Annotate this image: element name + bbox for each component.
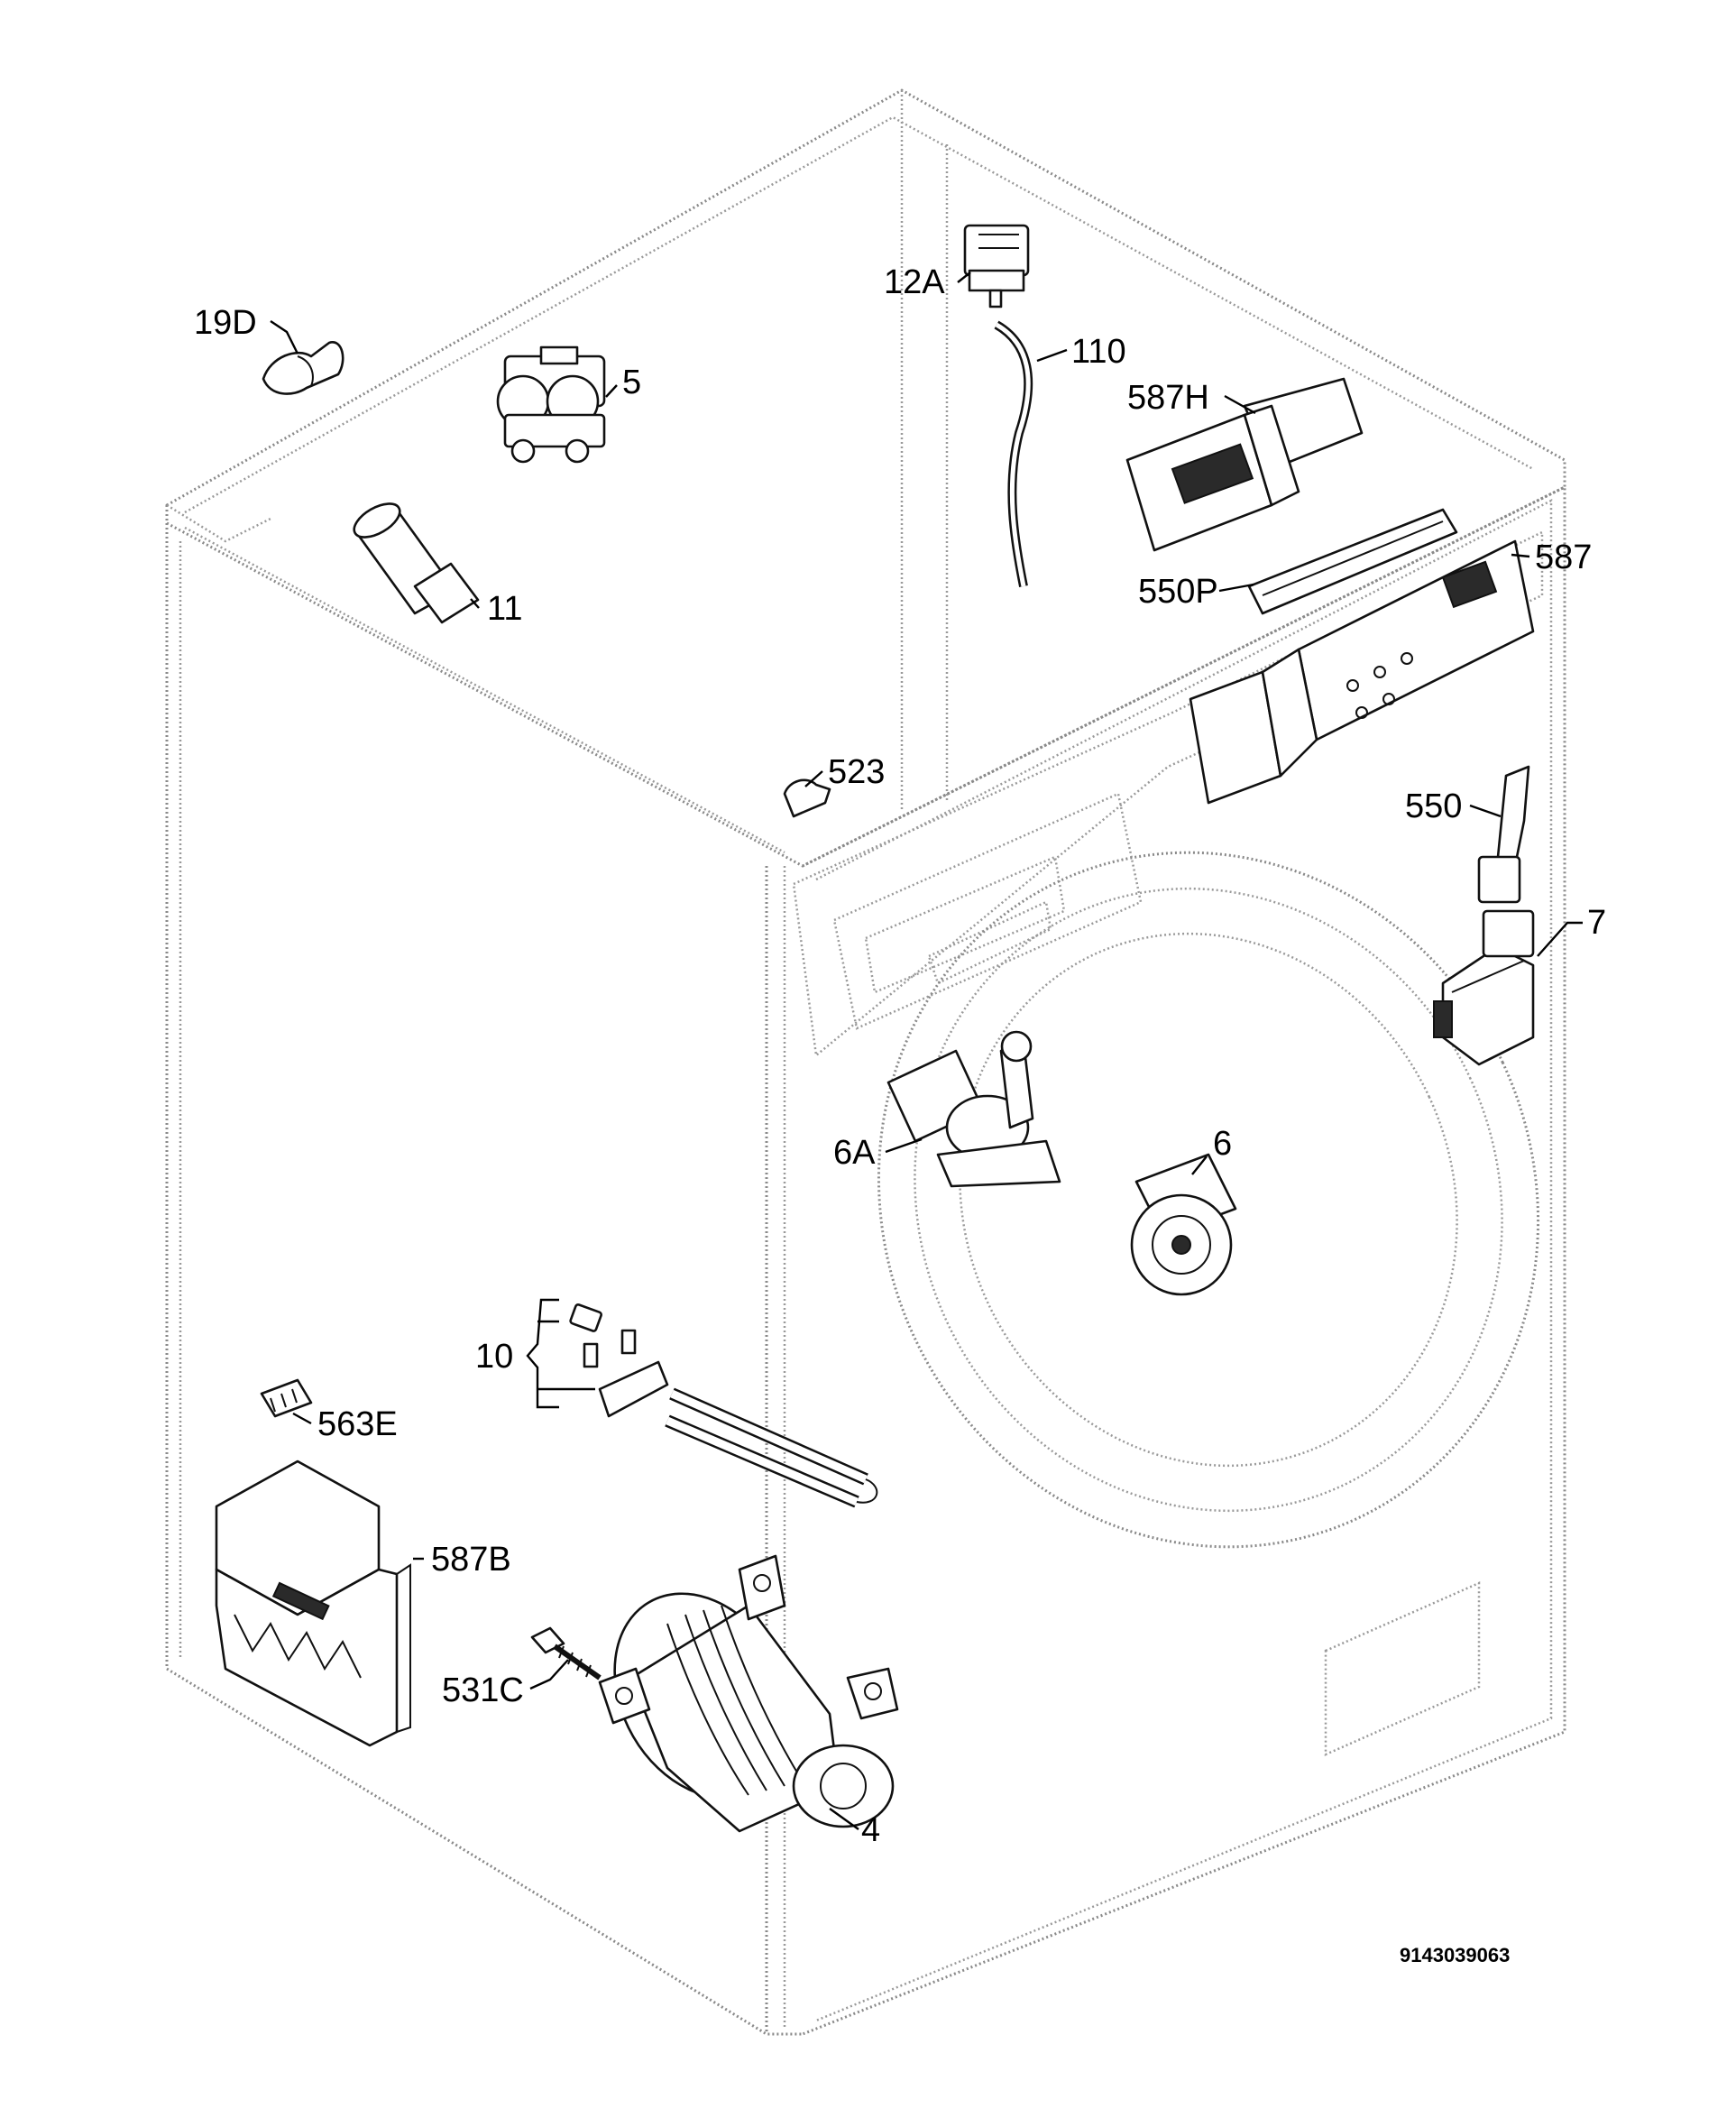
callout-4: 4 <box>861 1811 880 1849</box>
leader-110 <box>1036 348 1068 363</box>
leader-lines <box>270 272 1583 1830</box>
part-587B-module-icon <box>215 1459 411 1747</box>
callout-5: 5 <box>622 364 641 401</box>
part-550P-button-strip-icon <box>1247 508 1458 615</box>
callout-10: 10 <box>475 1338 513 1376</box>
callout-531C: 531C <box>442 1671 524 1709</box>
callout-587B: 587B <box>431 1541 511 1579</box>
leader-11 <box>470 598 480 609</box>
part-550-lever-icon <box>1477 765 1530 904</box>
leader-523 <box>804 770 823 787</box>
callout-563E: 563E <box>317 1405 398 1443</box>
part-531C-screw-icon <box>530 1626 602 1680</box>
leader-531C <box>529 1659 569 1690</box>
part-6-pump-icon <box>1130 1153 1237 1296</box>
callout-12A: 12A <box>884 263 945 301</box>
callout-550: 550 <box>1405 787 1462 825</box>
cabinet-outline <box>165 88 1566 2036</box>
leader-19D <box>270 320 299 354</box>
callout-587H: 587H <box>1127 379 1209 417</box>
document-code: 9143039063 <box>1400 1944 1510 1966</box>
part-563E-connector-icon <box>260 1378 313 1418</box>
callout-523: 523 <box>828 753 885 791</box>
leader-550 <box>1469 804 1502 818</box>
callout-6: 6 <box>1213 1125 1232 1163</box>
part-587-control-board-icon <box>1189 539 1535 805</box>
leader-587 <box>1511 553 1530 558</box>
callout-11: 11 <box>487 590 522 628</box>
leader-6A <box>885 1137 923 1154</box>
part-12A-pressure-switch-icon <box>963 224 1030 308</box>
part-4-motor-icon <box>598 1554 899 1833</box>
leader-12A <box>957 272 971 283</box>
part-587H-module-icon <box>1125 377 1364 552</box>
leader-6 <box>1191 1156 1208 1175</box>
part-6A-drain-pump-icon <box>886 1030 1061 1188</box>
leader-10 <box>526 1298 559 1409</box>
leader-550P <box>1218 583 1254 593</box>
part-19D-clip-icon <box>262 341 344 395</box>
part-10-heating-element-icon <box>569 1303 878 1508</box>
leader-587H <box>1224 394 1256 415</box>
part-5-inlet-valve-icon <box>496 345 606 464</box>
leader-5 <box>605 384 618 398</box>
callout-19D: 19D <box>194 304 257 342</box>
part-110-hose-icon <box>994 320 1033 587</box>
callout-587: 587 <box>1535 539 1592 576</box>
callout-6A: 6A <box>833 1134 876 1172</box>
callout-110: 110 <box>1071 333 1126 371</box>
part-11-suppressor-icon <box>353 502 480 624</box>
callout-labels: 19D 5 11 12A 110 587H 587 550P 523 550 7… <box>194 263 1606 1849</box>
callout-550P: 550P <box>1138 573 1218 611</box>
callout-7: 7 <box>1587 904 1606 942</box>
leader-4 <box>829 1808 859 1830</box>
part-7-door-lock-icon <box>1433 909 1535 1066</box>
part-523-clip-icon <box>783 778 831 818</box>
leader-563E <box>292 1412 312 1425</box>
leader-7 <box>1537 921 1583 957</box>
